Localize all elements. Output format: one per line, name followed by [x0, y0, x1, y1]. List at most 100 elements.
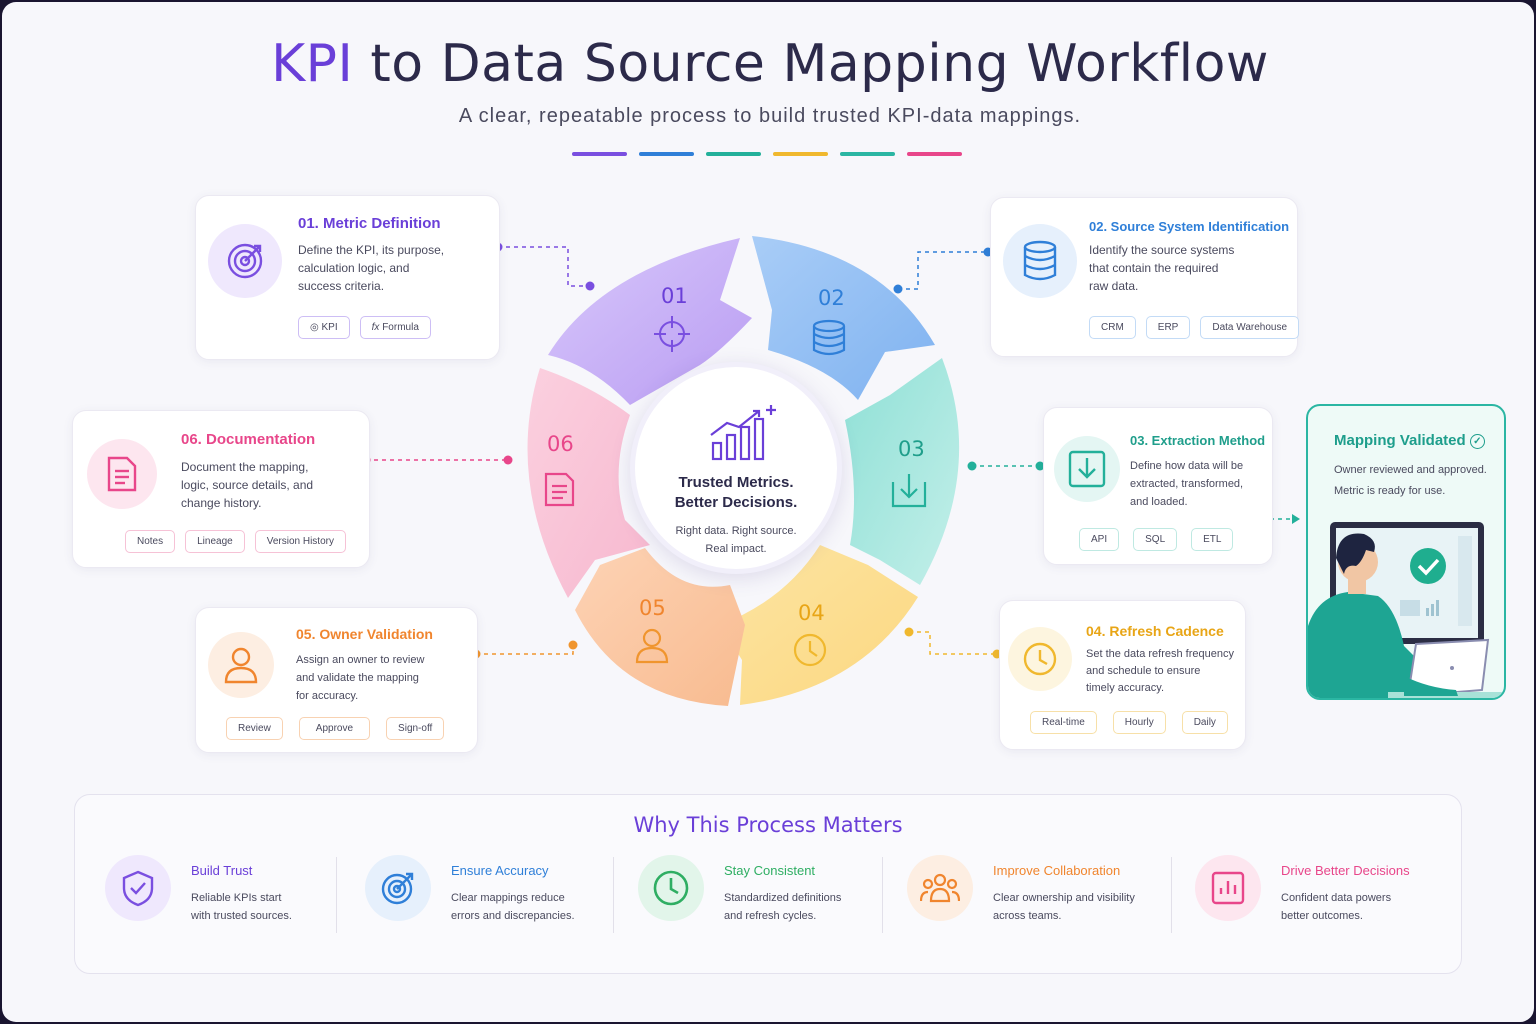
page-subtitle: A clear, repeatable process to build tru…	[458, 105, 1082, 127]
segment-label-04: 04	[798, 601, 825, 625]
divider	[613, 857, 614, 933]
segment-label-02: 02	[818, 286, 845, 310]
tag[interactable]: Real-time	[1030, 711, 1097, 734]
why-section: Why This Process Matters Build Trust Rel…	[74, 794, 1462, 974]
tag[interactable]: API	[1079, 528, 1120, 551]
segment-03	[845, 358, 960, 585]
why-title: Stay Consistent	[724, 863, 816, 878]
color-divider	[572, 152, 962, 156]
tag[interactable]: Sign-off	[386, 717, 445, 740]
document-icon	[544, 472, 575, 507]
tag[interactable]: SQL	[1133, 528, 1178, 551]
step-title: 04. Refresh Cadence	[1086, 623, 1224, 639]
tag[interactable]: Version History	[254, 530, 346, 553]
step-card-01: 01. Metric Definition Define the KPI, it…	[195, 195, 500, 360]
tag[interactable]: Notes	[125, 530, 176, 553]
shield-icon	[105, 855, 171, 921]
timer-icon	[793, 633, 827, 667]
step-title: 05. Owner Validation	[296, 626, 433, 642]
divider	[882, 857, 883, 933]
step-card-03: 03. Extraction Method Define how data wi…	[1043, 407, 1273, 565]
segment-label-03: 03	[898, 437, 925, 461]
connector-02	[898, 251, 988, 290]
segment-05	[575, 548, 745, 706]
step-title: 06. Documentation	[181, 431, 316, 448]
database-icon	[812, 319, 846, 356]
segment-label-05: 05	[639, 596, 666, 620]
validated-text: Owner reviewed and approved.Metric is re…	[1334, 464, 1487, 497]
step-tags: Notes Lineage Version History	[125, 530, 346, 553]
tag[interactable]: ◎ KPI	[298, 316, 350, 339]
tag[interactable]: Hourly	[1112, 711, 1166, 734]
tag[interactable]: fx Formula	[359, 316, 431, 339]
user-icon	[208, 632, 274, 698]
segment-04	[720, 545, 918, 705]
tag[interactable]: Lineage	[185, 530, 245, 553]
why-heading: Why This Process Matters	[633, 813, 903, 837]
database-icon	[1003, 224, 1077, 298]
tag[interactable]: Approve	[298, 717, 371, 740]
segment-01	[548, 238, 752, 405]
why-title: Drive Better Decisions	[1281, 863, 1410, 878]
why-title: Ensure Accuracy	[451, 863, 549, 878]
clock-icon	[638, 855, 704, 921]
why-title: Improve Collaboration	[993, 863, 1121, 878]
validated-title: Mapping Validated ✓	[1334, 432, 1485, 449]
step-card-06: 06. Documentation Document the mapping,l…	[72, 410, 370, 568]
connector-05	[476, 645, 574, 655]
user-icon	[635, 628, 669, 664]
check-circle-icon: ✓	[1469, 434, 1485, 449]
step-tags: Review Approve Sign-off	[226, 717, 445, 740]
center-title: Trusted Metrics.Better Decisions.	[674, 474, 798, 511]
clock-icon	[1008, 627, 1072, 691]
tag[interactable]: Review	[226, 717, 283, 740]
step-description: Define the KPI, its purpose,calculation …	[298, 243, 445, 293]
why-title: Build Trust	[191, 863, 253, 878]
target-icon	[208, 224, 282, 298]
tag[interactable]: ERP	[1145, 316, 1191, 339]
person-at-computer-illustration	[1308, 522, 1504, 698]
tag[interactable]: Data Warehouse	[1200, 316, 1300, 339]
document-icon	[87, 439, 157, 509]
divider	[336, 857, 337, 933]
step-title: 01. Metric Definition	[298, 215, 441, 232]
segment-label-06: 06	[547, 432, 574, 456]
tag[interactable]: Daily	[1181, 711, 1228, 734]
crosshair-icon	[654, 316, 690, 352]
divider	[1171, 857, 1172, 933]
step-tags: Real-time Hourly Daily	[1030, 711, 1228, 734]
bar-chart-icon	[1195, 855, 1261, 921]
step-tags: CRM ERP Data Warehouse	[1089, 316, 1300, 339]
download-icon	[891, 474, 927, 508]
connector-01	[498, 246, 590, 287]
step-title: 03. Extraction Method	[1130, 433, 1266, 448]
segment-label-01: 01	[661, 284, 688, 308]
step-tags: API SQL ETL	[1079, 528, 1234, 551]
segment-02	[752, 236, 935, 400]
target-icon	[365, 855, 431, 921]
segment-06	[527, 368, 650, 598]
growth-chart-icon	[710, 405, 776, 461]
step-card-02: 02. Source System Identification Identif…	[990, 197, 1300, 357]
center-subtitle: Right data. Right source.Real impact.	[675, 525, 797, 555]
step-card-04: 04. Refresh Cadence Set the data refresh…	[999, 600, 1246, 750]
step-description: Document the mapping,logic, source detai…	[181, 460, 314, 510]
connector-04	[909, 631, 997, 655]
mapping-validated-panel: Mapping Validated ✓ Owner reviewed and a…	[1306, 404, 1506, 700]
step-title: 02. Source System Identification	[1089, 219, 1290, 234]
team-icon	[907, 855, 973, 921]
step-card-05: 05. Owner Validation Assign an owner to …	[195, 607, 478, 753]
tag[interactable]: CRM	[1089, 316, 1136, 339]
center-hub: Trusted Metrics.Better Decisions. Right …	[630, 362, 842, 574]
tag[interactable]: ETL	[1191, 528, 1234, 551]
